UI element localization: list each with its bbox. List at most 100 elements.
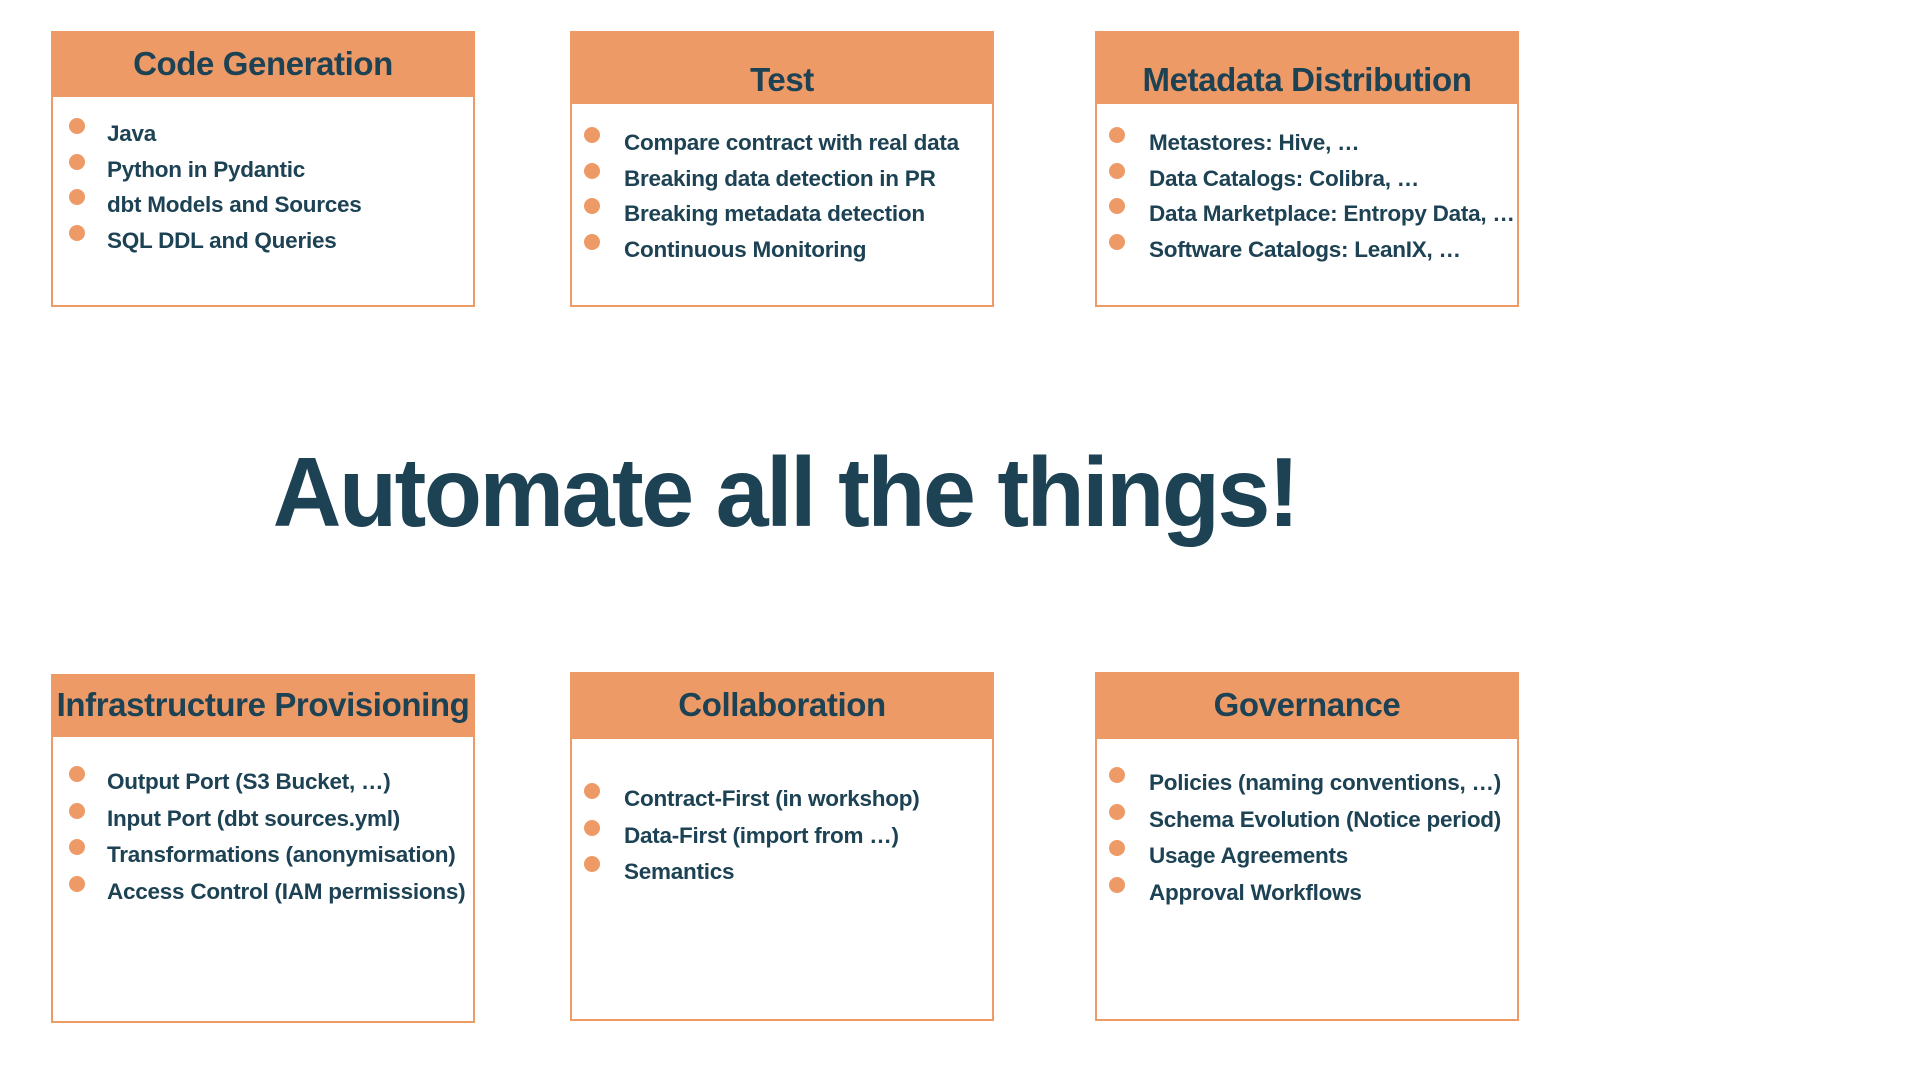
card-title: Infrastructure Provisioning <box>56 686 470 724</box>
list-item-label: SQL DDL and Queries <box>107 227 337 253</box>
card-test: Test Compare contract with real data Bre… <box>570 31 994 307</box>
headline: Automate all the things! <box>272 437 1300 547</box>
list-item: Data Marketplace: Entropy Data, … <box>1097 198 1517 226</box>
bullet-list: Output Port (S3 Bucket, …) Input Port (d… <box>53 766 473 917</box>
list-item-label: Access Control (IAM permissions) <box>107 878 466 904</box>
card-body-infrastructure-provisioning: Output Port (S3 Bucket, …) Input Port (d… <box>51 737 475 1023</box>
card-title: Collaboration <box>678 686 886 724</box>
bullet-dot-icon <box>69 224 85 241</box>
bullet-dot-icon <box>69 189 85 205</box>
bullet-dot-icon <box>1109 162 1125 179</box>
list-item-label: Output Port (S3 Bucket, …) <box>107 769 391 794</box>
list-item: Java <box>53 118 473 146</box>
bullet-dot-icon <box>584 819 600 836</box>
list-item-label: Semantics <box>624 859 735 884</box>
bullet-dot-icon <box>584 127 600 143</box>
card-header-infrastructure-provisioning: Infrastructure Provisioning <box>51 674 475 737</box>
list-item: Software Catalogs: LeanIX, … <box>1097 233 1517 262</box>
bullet-dot-icon <box>584 198 600 214</box>
list-item-label: Input Port (dbt sources.yml) <box>107 805 401 831</box>
list-item-label: Continuous Monitoring <box>624 236 867 262</box>
list-item: Schema Evolution (Notice period) <box>1097 803 1517 832</box>
list-item: Compare contract with real data <box>572 127 992 155</box>
list-item: SQL DDL and Queries <box>53 224 473 253</box>
bullet-list: Policies (naming conventions, …) Schema … <box>1097 767 1517 918</box>
list-item: Usage Agreements <box>1097 840 1517 868</box>
bullet-dot-icon <box>1109 767 1125 783</box>
bullet-dot-icon <box>1109 127 1125 143</box>
list-item-label: Breaking data detection in PR <box>624 165 936 191</box>
list-item: Output Port (S3 Bucket, …) <box>53 766 473 794</box>
bullet-dot-icon <box>1109 876 1125 893</box>
bullet-dot-icon <box>1109 803 1125 820</box>
list-item-label: Breaking metadata detection <box>624 201 925 226</box>
list-item-label: Policies (naming conventions, …) <box>1149 770 1502 795</box>
list-item: dbt Models and Sources <box>53 189 473 217</box>
list-item-label: Data-First (import from …) <box>624 822 899 848</box>
card-body-collaboration: Contract-First (in workshop) Data-First … <box>570 739 994 1021</box>
card-title: Metadata Distribution <box>1142 61 1472 99</box>
list-item: Contract-First (in workshop) <box>572 783 992 811</box>
list-item: Python in Pydantic <box>53 153 473 182</box>
list-item-label: Data Catalogs: Colibra, … <box>1149 165 1420 191</box>
bullet-dot-icon <box>584 856 600 872</box>
list-item: Access Control (IAM permissions) <box>53 875 473 904</box>
card-title: Code Generation <box>133 44 393 82</box>
list-item: Policies (naming conventions, …) <box>1097 767 1517 795</box>
card-body-governance: Policies (naming conventions, …) Schema … <box>1095 739 1519 1021</box>
bullet-dot-icon <box>1109 840 1125 856</box>
bullet-list: Compare contract with real data Breaking… <box>572 127 992 262</box>
bullet-dot-icon <box>69 766 85 782</box>
list-item-label: Usage Agreements <box>1149 843 1348 868</box>
list-item: Approval Workflows <box>1097 876 1517 905</box>
list-item: Data Catalogs: Colibra, … <box>1097 162 1517 191</box>
card-header-code-generation: Code Generation <box>51 31 475 97</box>
card-body-metadata-distribution: Metastores: Hive, … Data Catalogs: Colib… <box>1095 104 1519 307</box>
list-item-label: Contract-First (in workshop) <box>624 786 920 811</box>
card-metadata-distribution: Metadata Distribution Metastores: Hive, … <box>1095 31 1519 307</box>
bullet-dot-icon <box>69 153 85 170</box>
bullet-dot-icon <box>584 233 600 250</box>
bullet-dot-icon <box>69 839 85 855</box>
list-item-label: Transformations (anonymisation) <box>107 842 456 867</box>
bullet-dot-icon <box>584 783 600 799</box>
bullet-list: Metastores: Hive, … Data Catalogs: Colib… <box>1097 127 1517 262</box>
card-infrastructure-provisioning: Infrastructure Provisioning Output Port … <box>51 674 475 1023</box>
list-item: Continuous Monitoring <box>572 233 992 262</box>
list-item: Semantics <box>572 856 992 884</box>
list-item-label: Metastores: Hive, … <box>1149 130 1360 155</box>
bullet-dot-icon <box>69 802 85 819</box>
list-item: Input Port (dbt sources.yml) <box>53 802 473 831</box>
card-body-test: Compare contract with real data Breaking… <box>570 104 994 307</box>
bullet-list: Contract-First (in workshop) Data-First … <box>572 783 992 898</box>
list-item: Breaking data detection in PR <box>572 162 992 191</box>
bullet-dot-icon <box>1109 198 1125 214</box>
card-header-test: Test <box>570 31 994 104</box>
list-item-label: Compare contract with real data <box>624 130 959 155</box>
bullet-dot-icon <box>69 875 85 892</box>
list-item-label: Schema Evolution (Notice period) <box>1149 806 1502 832</box>
card-governance: Governance Policies (naming conventions,… <box>1095 672 1519 1021</box>
list-item-label: Software Catalogs: LeanIX, … <box>1149 236 1461 262</box>
bullet-dot-icon <box>1109 233 1125 250</box>
list-item-label: Java <box>107 121 157 146</box>
list-item: Breaking metadata detection <box>572 198 992 226</box>
bullet-dot-icon <box>584 162 600 179</box>
list-item-label: Data Marketplace: Entropy Data, … <box>1149 201 1515 226</box>
list-item-label: Approval Workflows <box>1149 879 1362 905</box>
card-title: Governance <box>1213 686 1401 724</box>
list-item: Metastores: Hive, … <box>1097 127 1517 155</box>
card-collaboration: Collaboration Contract-First (in worksho… <box>570 672 994 1021</box>
list-item-label: dbt Models and Sources <box>107 192 362 217</box>
card-header-governance: Governance <box>1095 672 1519 739</box>
card-title: Test <box>750 61 814 99</box>
bullet-list: Java Python in Pydantic dbt Models and S… <box>53 118 473 253</box>
bullet-dot-icon <box>69 118 85 134</box>
card-header-metadata-distribution: Metadata Distribution <box>1095 31 1519 104</box>
list-item: Transformations (anonymisation) <box>53 839 473 867</box>
card-body-code-generation: Java Python in Pydantic dbt Models and S… <box>51 97 475 307</box>
card-header-collaboration: Collaboration <box>570 672 994 739</box>
list-item: Data-First (import from …) <box>572 819 992 848</box>
card-code-generation: Code Generation Java Python in Pydantic … <box>51 31 475 307</box>
